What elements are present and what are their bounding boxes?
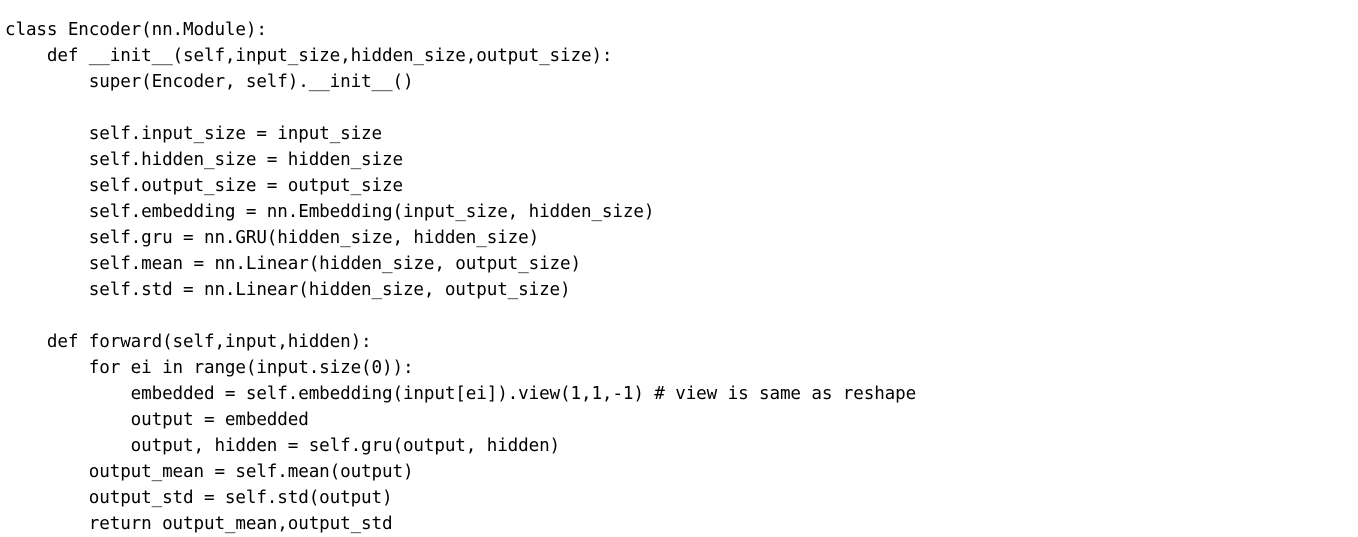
code-line: self.output_size = output_size — [5, 176, 403, 196]
code-line: output_mean = self.mean(output) — [5, 462, 414, 482]
code-line: return output_mean,output_std — [5, 514, 393, 534]
code-line: def __init__(self,input_size,hidden_size… — [5, 46, 613, 66]
code-blank-line — [5, 303, 1358, 329]
code-line: def forward(self,input,hidden): — [5, 332, 372, 352]
code-line: output = embedded — [5, 410, 309, 430]
code-listing[interactable]: class Encoder(nn.Module): def __init__(s… — [0, 13, 1358, 537]
code-line: self.embedding = nn.Embedding(input_size… — [5, 202, 655, 222]
code-blank-line — [5, 95, 1358, 121]
code-line: output, hidden = self.gru(output, hidden… — [5, 436, 561, 456]
code-line: self.hidden_size = hidden_size — [5, 150, 403, 170]
code-line: self.input_size = input_size — [5, 124, 383, 144]
code-line: output_std = self.std(output) — [5, 488, 393, 508]
code-line: for ei in range(input.size(0)): — [5, 358, 414, 378]
code-line: self.gru = nn.GRU(hidden_size, hidden_si… — [5, 228, 540, 248]
code-line: self.mean = nn.Linear(hidden_size, outpu… — [5, 254, 581, 274]
code-line: embedded = self.embedding(input[ei]).vie… — [5, 384, 917, 404]
code-line: super(Encoder, self).__init__() — [5, 72, 414, 92]
code-line: class Encoder(nn.Module): — [5, 20, 267, 40]
code-line: self.std = nn.Linear(hidden_size, output… — [5, 280, 571, 300]
